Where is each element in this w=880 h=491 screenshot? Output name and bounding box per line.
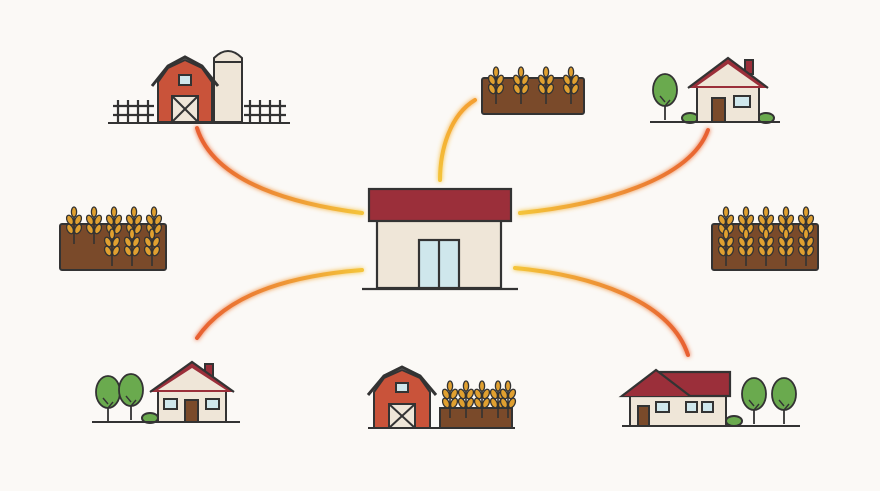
- connector-house-bottom-right: [513, 266, 690, 357]
- connector-house-bottom-left: [195, 268, 364, 340]
- connector-house-top-right: [518, 128, 710, 215]
- large-house-with-trees-icon: [618, 368, 800, 427]
- wheat-field-icon-right: [711, 206, 819, 271]
- storage-building-icon: [362, 187, 518, 291]
- wheat-field-icon-left: [59, 206, 167, 271]
- wheat-field-icon-top: [481, 66, 585, 115]
- connector-wheat-top: [438, 98, 477, 182]
- connector-barn-silo: [195, 126, 364, 215]
- barn-with-silo-icon: [108, 50, 290, 124]
- connector-lines: [176, 98, 710, 367]
- house-with-tree-icon: [650, 56, 780, 124]
- barn-with-field-icon: [366, 365, 518, 429]
- house-with-trees-icon: [92, 360, 240, 424]
